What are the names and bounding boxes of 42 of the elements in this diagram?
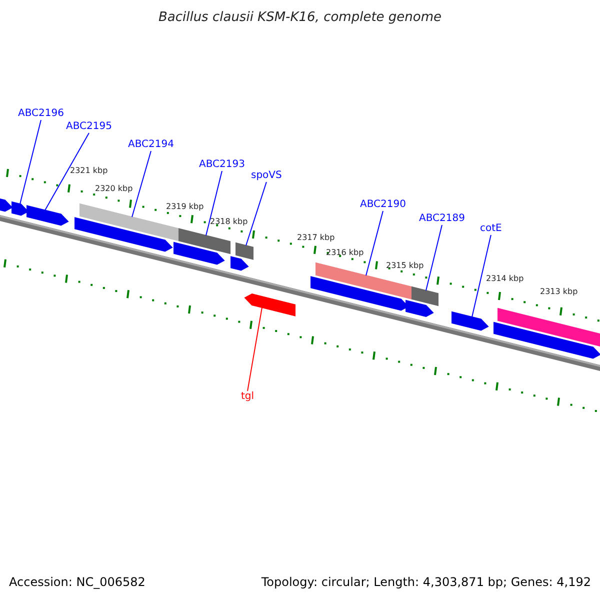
- leader-line: [44, 132, 90, 211]
- scale-label: 2317 kbp: [297, 234, 335, 242]
- scale-label: 2315 kbp: [386, 262, 424, 270]
- leader-line: [247, 307, 262, 392]
- leader-line: [206, 170, 222, 236]
- gene-label: ABC2194: [128, 140, 174, 150]
- scale-label: 2313 kbp: [540, 288, 578, 296]
- gene-label: spoVS: [251, 171, 282, 181]
- scale-label: 2318 kbp: [210, 218, 248, 226]
- gene-block: [494, 322, 600, 359]
- scale-label: 2321 kbp: [70, 167, 108, 175]
- diagram-title: Bacillus clausii KSM-K16, complete genome: [157, 11, 443, 24]
- gene-block: [244, 293, 296, 316]
- gene-block: [412, 286, 438, 306]
- gene-block: [0, 198, 13, 212]
- gene-label: ABC2189: [419, 214, 465, 224]
- gene-label: ABC2196: [18, 109, 64, 119]
- accession-text: Accession: NC_006582: [9, 576, 146, 588]
- gene-label: ABC2193: [199, 160, 245, 170]
- gene-block: [74, 217, 173, 252]
- leader-line: [366, 210, 384, 276]
- gene-block: [406, 300, 434, 318]
- leader-line: [426, 224, 442, 291]
- leader-line: [246, 182, 267, 246]
- gene-label: ABC2190: [360, 200, 406, 210]
- leader-line: [472, 234, 492, 318]
- leader-line: [132, 150, 152, 218]
- gene-label: cotE: [480, 224, 502, 234]
- scale-label: 2319 kbp: [166, 203, 204, 211]
- scale-label: 2314 kbp: [486, 275, 524, 283]
- gene-block: [236, 242, 254, 260]
- gene-block: [178, 228, 230, 254]
- scale-label: 2316 kbp: [326, 249, 364, 257]
- gene-label: ABC2195: [66, 122, 112, 132]
- leader-line: [20, 120, 42, 204]
- gene-label: tgl: [241, 392, 254, 402]
- genome-info-text: Topology: circular; Length: 4,303,871 bp; Genes: 4,192: [261, 576, 591, 588]
- gene-block: [498, 308, 600, 347]
- scale-label: 2320 kbp: [95, 185, 133, 193]
- gene-block: [452, 311, 489, 331]
- gene-block: [174, 242, 225, 265]
- gene-block: [230, 256, 249, 271]
